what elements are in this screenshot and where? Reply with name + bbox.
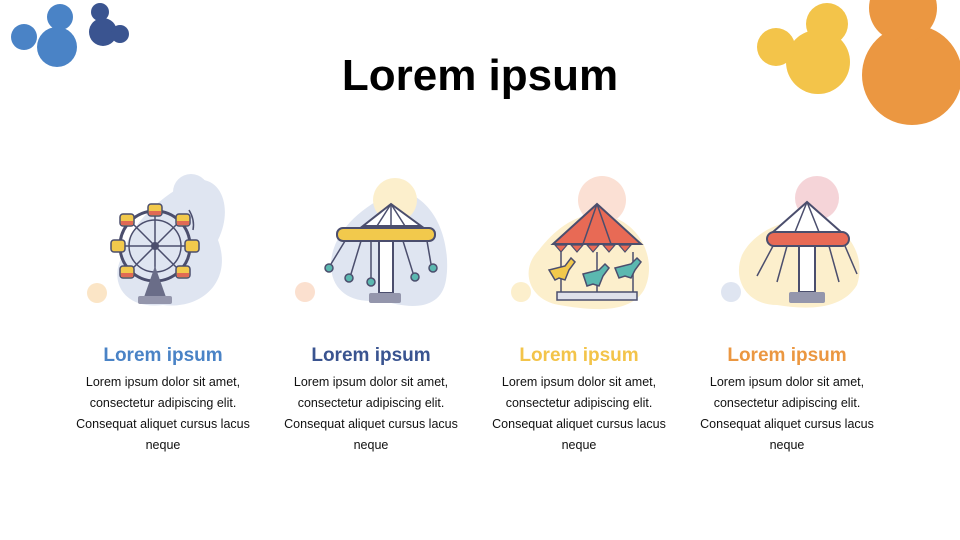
card-description: Lorem ipsum dolor sit amet, consectetur … <box>700 375 874 452</box>
navy-mouse-ears-decoration <box>89 3 129 46</box>
feature-card-4: Lorem ipsum Lorem ipsum dolor sit amet, … <box>687 170 887 456</box>
card-heading: Lorem ipsum <box>103 345 223 366</box>
card-heading: Lorem ipsum <box>727 345 847 366</box>
yellow-mouse-ears-decoration <box>757 3 850 94</box>
blue-mouse-ears-decoration <box>11 4 77 67</box>
card-heading: Lorem ipsum <box>519 345 639 366</box>
card-heading: Lorem ipsum <box>311 345 431 366</box>
feature-card-2: Lorem ipsum Lorem ipsum dolor sit amet, … <box>271 170 471 456</box>
feature-card-3: Lorem ipsum Lorem ipsum dolor sit amet, … <box>479 170 679 456</box>
orange-mouse-ears-decoration <box>862 0 960 125</box>
page-title: Lorem ipsum <box>341 51 619 100</box>
carousel-icon <box>511 176 650 310</box>
feature-card-1: Lorem ipsum Lorem ipsum dolor sit amet, … <box>63 170 263 456</box>
swing-ride-icon <box>295 178 448 306</box>
card-description: Lorem ipsum dolor sit amet, consectetur … <box>492 375 666 452</box>
chair-swing-ride-icon <box>721 176 860 308</box>
ferris-wheel-icon <box>87 174 225 306</box>
card-description: Lorem ipsum dolor sit amet, consectetur … <box>76 375 250 452</box>
card-description: Lorem ipsum dolor sit amet, consectetur … <box>284 375 458 452</box>
